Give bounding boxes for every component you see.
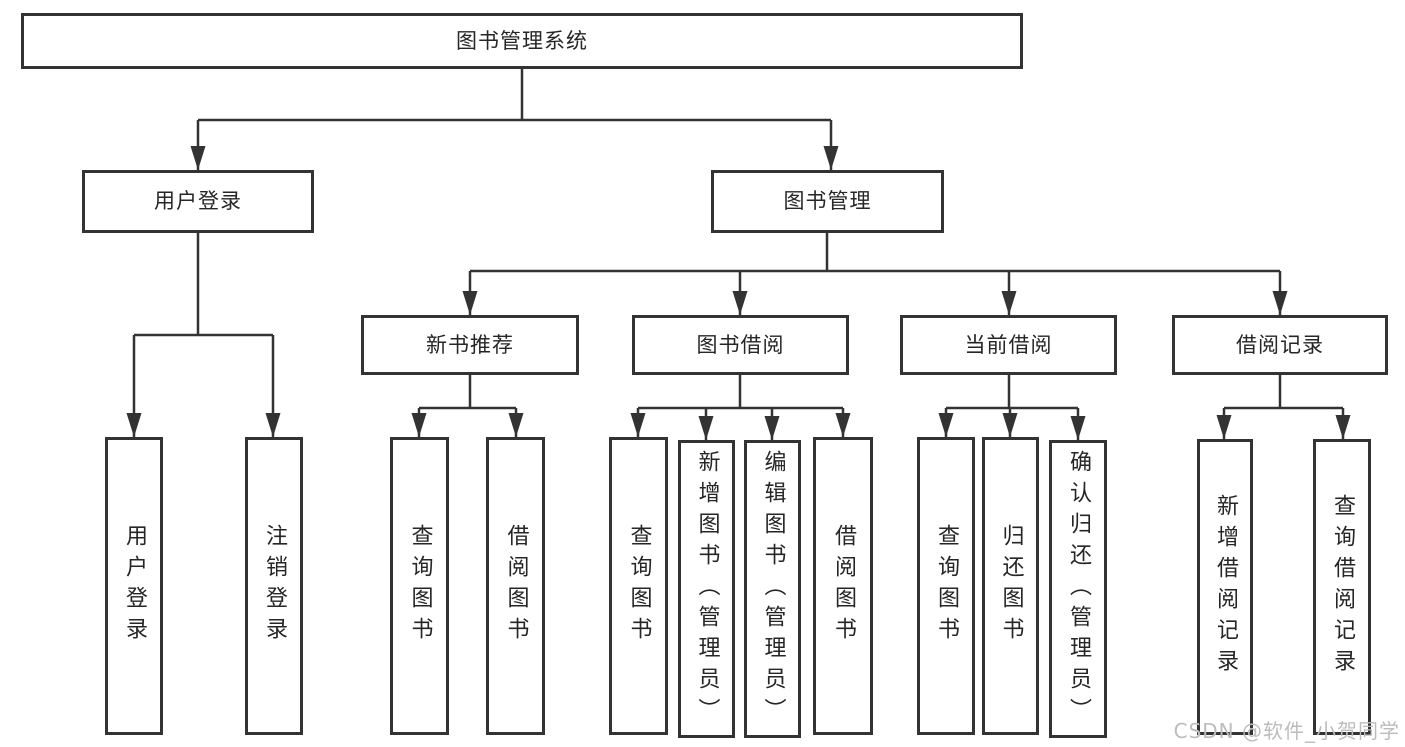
leaf-recommend-borrow-books: 借阅图书 (486, 437, 545, 735)
connector-new-book-recommend-children (411, 375, 524, 437)
leaf-borrowing-edit-books-admin: 编辑图书（管理员） (744, 440, 801, 738)
leaf-borrowing-add-books-admin: 新增图书（管理员） (678, 440, 735, 738)
leaf-current-query-books: 查询图书 (917, 437, 975, 735)
leaf-logout: 注销登录 (245, 437, 303, 735)
leaf-borrowing-query-books: 查询图书 (609, 437, 668, 735)
leaf-records-query-record: 查询借阅记录 (1313, 439, 1371, 735)
leaf-current-confirm-return-admin: 确认归还（管理员） (1049, 440, 1107, 738)
connector-current-borrowing-children (938, 375, 1086, 440)
connector-book-borrowing-children (630, 375, 851, 440)
node-book-borrowing: 图书借阅 (632, 315, 849, 375)
leaf-records-add-record: 新增借阅记录 (1197, 439, 1253, 735)
node-root-library-management-system: 图书管理系统 (21, 13, 1023, 69)
node-book-management: 图书管理 (711, 170, 944, 233)
node-borrowing-records: 借阅记录 (1172, 315, 1388, 375)
connector-user-login-children (126, 233, 281, 437)
connector-root-to-level2 (190, 69, 839, 170)
connector-book-management-children (462, 233, 1288, 315)
node-new-book-recommend: 新书推荐 (361, 315, 579, 375)
connector-borrowing-records-children (1216, 375, 1351, 439)
csdn-watermark: CSDN @软件_小贺同学 (1173, 719, 1400, 743)
leaf-borrowing-borrow-books: 借阅图书 (813, 437, 873, 735)
node-user-login: 用户登录 (82, 170, 314, 233)
leaf-user-login: 用户登录 (105, 437, 163, 735)
leaf-current-return-books: 归还图书 (982, 437, 1039, 735)
node-current-borrowing: 当前借阅 (900, 315, 1117, 375)
leaf-recommend-query-books: 查询图书 (390, 437, 449, 735)
